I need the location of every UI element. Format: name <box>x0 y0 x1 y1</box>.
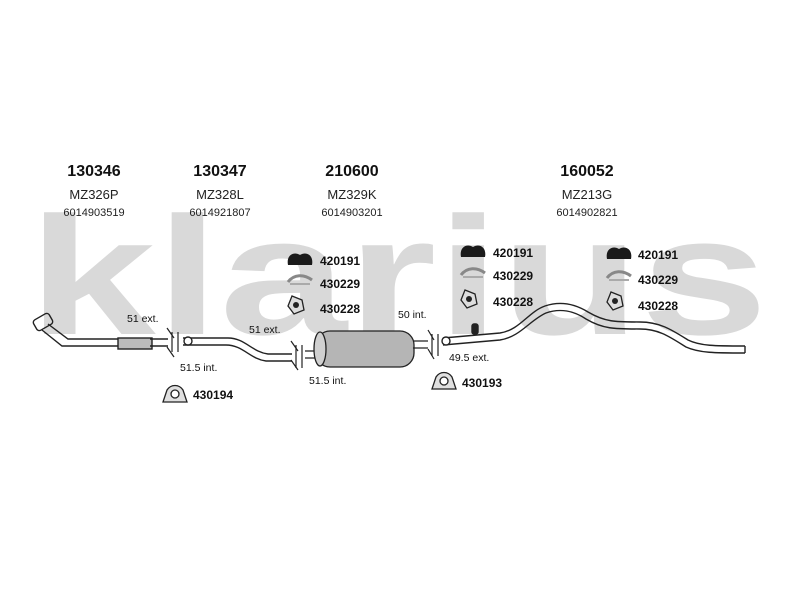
group-right2-bracket-icon <box>606 291 624 311</box>
assembly-2-ean: 6014921807 <box>189 207 251 219</box>
assembly-1-ean: 6014903519 <box>63 207 125 219</box>
group-right1-rubber-hanger-icon <box>460 245 486 257</box>
front-pipe-end <box>150 338 168 347</box>
intermediate-pipe <box>183 336 292 362</box>
joint-3-int-dimension: 50 int. <box>398 309 427 321</box>
assembly-3-part-number: 210600 <box>325 163 379 180</box>
joint-1-clamp <box>166 327 179 358</box>
assembly-4-model-code: MZ213G <box>561 187 613 202</box>
joint-2-ext-dimension: 51 ext. <box>249 324 281 336</box>
assembly-2-model-code: MZ328L <box>196 187 244 202</box>
group-right1-bracket-label: 430228 <box>493 295 534 309</box>
group-right2-clamp-icon <box>605 270 632 281</box>
joint-3-ext-dimension: 49.5 ext. <box>449 352 490 364</box>
front-pipe <box>32 312 168 350</box>
group-right2-clamp-label: 430229 <box>638 273 679 287</box>
mount-right-icon <box>431 371 457 390</box>
silencer-body <box>315 330 415 368</box>
assembly-1-part-number: 130346 <box>67 163 121 180</box>
assembly-4-part-number: 160052 <box>560 163 614 180</box>
joint-2-int-dimension: 51.5 int. <box>309 375 347 387</box>
centre-silencer <box>305 330 428 368</box>
mount-left-label: 430194 <box>193 388 234 402</box>
joint-3-clamp <box>427 329 439 360</box>
group-mid-clamp-icon <box>286 274 313 285</box>
flex-joint <box>117 337 153 350</box>
assembly-3-model-code: MZ329K <box>327 187 377 202</box>
front-pipe-flange <box>32 312 54 332</box>
group-mid-hanger-label: 420191 <box>320 254 361 268</box>
tail-pipe <box>441 302 746 354</box>
assembly-3-ean: 6014903201 <box>321 207 383 219</box>
front-pipe-lower-line <box>47 323 150 340</box>
tail-pipe-hanger-pin <box>471 323 479 335</box>
assembly-1-model-code: MZ326P <box>69 187 119 202</box>
joint-1-ext-dimension: 51 ext. <box>127 313 159 325</box>
mount-right-label: 430193 <box>462 376 503 390</box>
assembly-4-ean: 6014902821 <box>556 207 618 219</box>
watermark-logo: klarius <box>28 212 768 342</box>
mount-left-icon <box>162 384 188 403</box>
group-right1-clamp-icon <box>459 267 486 278</box>
group-right2-bracket-label: 430228 <box>638 299 679 313</box>
group-right2-rubber-hanger-icon <box>606 247 632 259</box>
group-mid-rubber-hanger-icon <box>287 253 313 265</box>
group-right2-hanger-label: 420191 <box>638 248 679 262</box>
group-mid-bracket-icon <box>287 295 305 315</box>
joint-1-int-dimension: 51.5 int. <box>180 362 218 374</box>
joint-2-clamp <box>290 340 303 371</box>
watermark-text: klarius <box>28 212 768 342</box>
group-mid-bracket-label: 430228 <box>320 302 361 316</box>
group-right1-clamp-label: 430229 <box>493 269 534 283</box>
group-mid-clamp-label: 430229 <box>320 277 361 291</box>
group-right1-bracket-icon <box>460 289 478 309</box>
group-right1-hanger-label: 420191 <box>493 246 534 260</box>
assembly-2-part-number: 130347 <box>193 163 247 180</box>
